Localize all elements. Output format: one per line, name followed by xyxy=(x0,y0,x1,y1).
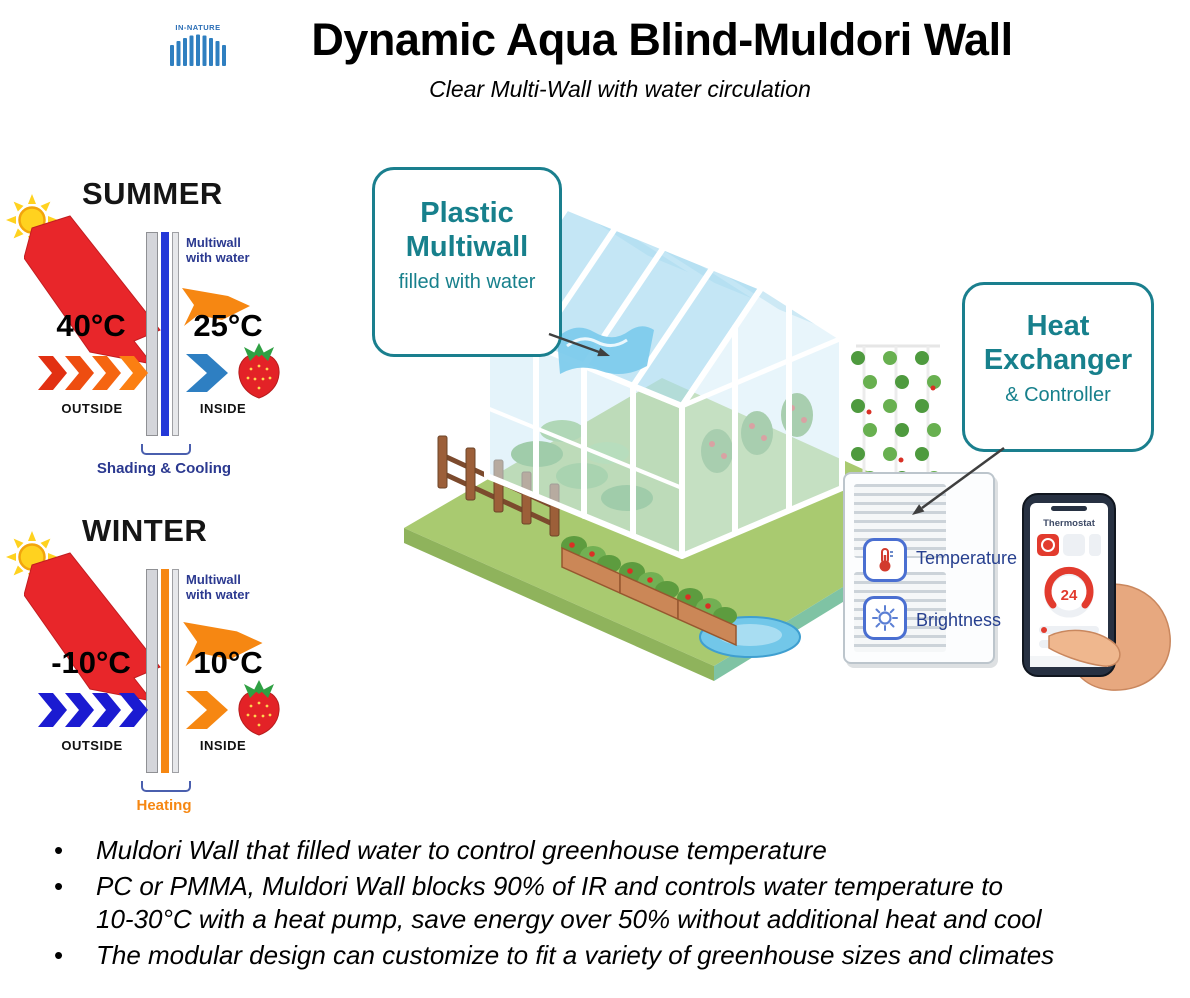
wall-label: Multiwall with water xyxy=(186,572,250,602)
solar-radiation-ribbon xyxy=(24,552,161,702)
thumb xyxy=(1048,629,1121,667)
temperature-label: Temperature xyxy=(916,548,1018,568)
callout-heat-exchanger: Heat Exchanger & Controller xyxy=(962,282,1154,452)
inside-heat-ribbon xyxy=(183,622,263,667)
strawberry-icon xyxy=(238,343,280,399)
strawberry-icon xyxy=(238,680,280,736)
wall-label: Multiwall with water xyxy=(186,235,250,265)
thermometer-icon xyxy=(879,548,893,572)
wall-water-layer xyxy=(161,232,169,436)
brightness-label: Brightness xyxy=(916,610,1002,630)
multiwall-cross-section xyxy=(146,569,180,773)
bullet-list: • Muldori Wall that filled water to cont… xyxy=(40,834,1115,975)
bullet-item: • Muldori Wall that filled water to cont… xyxy=(54,835,827,865)
solar-radiation-ribbon xyxy=(24,215,161,365)
wall-inner-pane xyxy=(172,232,179,436)
winter-diagram: WINTER Multiwall with water -10°C 10°C xyxy=(0,505,335,841)
planter-boxes xyxy=(561,536,737,647)
inside-label: INSIDE xyxy=(199,401,247,416)
logo-text: IN-NATURE xyxy=(175,23,220,32)
bullet-item: • The modular design can customize to fi… xyxy=(54,940,1055,971)
wall-outer-pane xyxy=(146,232,158,436)
wall-bracket xyxy=(141,444,191,455)
outside-heat-chevrons-icon xyxy=(38,356,148,390)
smartphone-in-hand: Thermostat 24 xyxy=(993,490,1178,700)
bullet-item: • PC or PMMA, Muldori Wall blocks 90% of… xyxy=(54,871,1042,935)
outside-label: OUTSIDE xyxy=(61,401,123,416)
page-title: Dynamic Aqua Blind-Muldori Wall xyxy=(311,14,1013,65)
callout-plastic-multiwall: Plastic Multiwall filled with water xyxy=(372,167,562,357)
outside-cold-chevrons-icon xyxy=(38,693,148,727)
wall-outer-pane xyxy=(146,569,158,773)
callout-title-line2: Multiwall xyxy=(405,231,529,264)
wall-inner-pane xyxy=(172,569,179,773)
wall-bracket xyxy=(141,781,191,792)
wall-water-layer xyxy=(161,569,169,773)
greenhouse-structure xyxy=(484,203,845,559)
inside-warm-chevron-icon xyxy=(186,691,228,729)
temperature-sensor-chip xyxy=(863,538,907,582)
callout-title-line1: Heat xyxy=(1026,310,1090,342)
callout-title-line2: Exchanger xyxy=(983,344,1133,377)
winter-heading: WINTER xyxy=(82,513,208,548)
callout-subtitle: & Controller xyxy=(1005,384,1111,407)
multiwall-cross-section xyxy=(146,232,180,436)
inside-heat-ribbon xyxy=(182,288,250,326)
brightness-sensor-chip xyxy=(863,596,907,640)
callout-subtitle: filled with water xyxy=(398,271,536,294)
winter-caption: Heating xyxy=(136,797,192,814)
callout-title-line1: Plastic xyxy=(420,197,514,229)
inside-cool-chevron-icon xyxy=(186,354,228,392)
inside-label: INSIDE xyxy=(199,738,247,753)
outside-label: OUTSIDE xyxy=(61,738,123,753)
summer-caption: Shading & Cooling xyxy=(96,460,232,477)
summer-heading: SUMMER xyxy=(82,176,223,211)
summer-diagram: SUMMER Multiwall with water 40°C 25°C xyxy=(0,168,335,504)
inside-temperature: 10°C xyxy=(193,645,263,680)
outside-temperature: -10°C xyxy=(51,645,131,680)
phone-app-title: Thermostat xyxy=(1043,518,1096,529)
company-logo: IN-NATURE xyxy=(166,20,230,75)
outside-temperature: 40°C xyxy=(56,308,126,343)
brightness-icon xyxy=(872,605,898,631)
page-subtitle: Clear Multi-Wall with water circulation xyxy=(429,76,811,102)
logo-arc-icon xyxy=(170,34,226,66)
inside-temperature: 25°C xyxy=(193,308,263,343)
phone-temperature-reading: 24 xyxy=(1061,587,1078,604)
